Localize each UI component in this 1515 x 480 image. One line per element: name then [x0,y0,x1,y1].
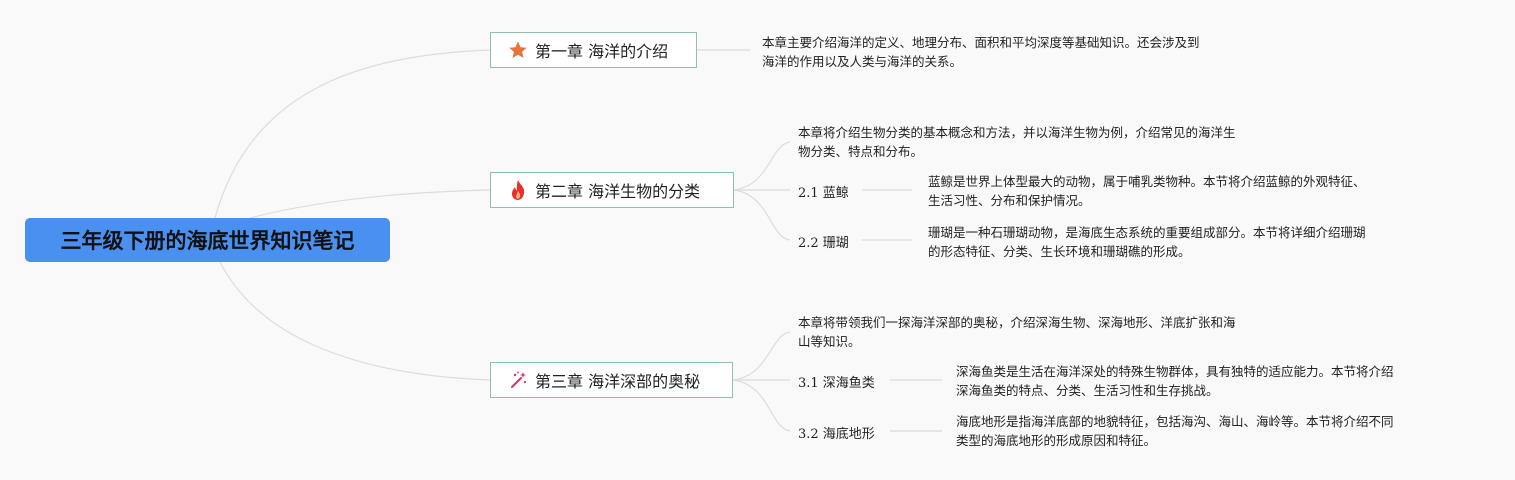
section-2-2-label[interactable]: 2.2 珊瑚 [798,236,849,251]
section-3-1-detail: 深海鱼类是生活在海洋深处的特殊生物群体，具有独特的适应能力。本节将介绍 深海鱼类… [956,362,1394,400]
chapter-3-node[interactable]: 第三章 海洋深部的奥秘 [490,362,733,398]
sparkle-wand-icon [507,369,529,391]
chapter-1-summary-line-2: 海洋的作用以及人类与海洋的关系。 [762,54,963,69]
section-2-1-detail-line-1: 蓝鲸是世界上体型最大的动物，属于哺乳类物种。本节将介绍蓝鲸的外观特征、 [928,174,1366,189]
section-3-2-detail: 海底地形是指海洋底部的地貌特征，包括海沟、海山、海岭等。本节将介绍不同 类型的海… [956,412,1394,450]
chapter-2-summary-line-2: 物分类、特点和分布。 [798,144,924,159]
section-2-1-detail-line-2: 生活习性、分布和保护情况。 [928,193,1091,208]
chapter-1-label: 第一章 海洋的介绍 [535,42,669,61]
chapter-3-summary: 本章将带领我们一探海洋深部的奥秘，介绍深海生物、深海地形、洋底扩张和海 山等知识… [798,313,1236,351]
section-2-1-detail: 蓝鲸是世界上体型最大的动物，属于哺乳类物种。本节将介绍蓝鲸的外观特征、 生活习性… [928,172,1366,210]
section-3-2-detail-line-2: 类型的海底地形的形成原因和特征。 [956,433,1157,448]
chapter-3-label: 第三章 海洋深部的奥秘 [535,372,701,391]
chapter-2-summary: 本章将介绍生物分类的基本概念和方法，并以海洋生物为例，介绍常见的海洋生 物分类、… [798,123,1236,161]
star-icon [507,39,529,61]
chapter-1-summary-line-1: 本章主要介绍海洋的定义、地理分布、面积和平均深度等基础知识。还会涉及到 [762,35,1200,50]
root-topic[interactable]: 三年级下册的海底世界知识笔记 [25,218,390,262]
section-3-2-detail-line-1: 海底地形是指海洋底部的地貌特征，包括海沟、海山、海岭等。本节将介绍不同 [956,414,1394,429]
section-2-2-detail-line-2: 的形态特征、分类、生长环境和珊瑚礁的形成。 [928,244,1191,259]
root-title: 三年级下册的海底世界知识笔记 [60,229,355,253]
fire-icon [507,179,529,201]
section-3-1-label[interactable]: 3.1 深海鱼类 [798,376,875,391]
section-2-2-detail-line-1: 珊瑚是一种石珊瑚动物，是海底生态系统的重要组成部分。本节将详细介绍珊瑚 [928,225,1366,240]
chapter-1-node[interactable]: 第一章 海洋的介绍 [490,32,697,68]
chapter-2-summary-line-1: 本章将介绍生物分类的基本概念和方法，并以海洋生物为例，介绍常见的海洋生 [798,125,1236,140]
chapter-1-summary: 本章主要介绍海洋的定义、地理分布、面积和平均深度等基础知识。还会涉及到 海洋的作… [762,33,1200,71]
section-2-1-label[interactable]: 2.1 蓝鲸 [798,186,849,201]
chapter-2-label: 第二章 海洋生物的分类 [535,182,701,201]
section-2-2-detail: 珊瑚是一种石珊瑚动物，是海底生态系统的重要组成部分。本节将详细介绍珊瑚 的形态特… [928,223,1366,261]
chapter-3-summary-line-1: 本章将带领我们一探海洋深部的奥秘，介绍深海生物、深海地形、洋底扩张和海 [798,315,1236,330]
section-3-2-label[interactable]: 3.2 海底地形 [798,427,875,442]
section-3-1-detail-line-1: 深海鱼类是生活在海洋深处的特殊生物群体，具有独特的适应能力。本节将介绍 [956,364,1394,379]
section-3-1-detail-line-2: 深海鱼类的特点、分类、生活习性和生存挑战。 [956,383,1219,398]
chapter-2-node[interactable]: 第二章 海洋生物的分类 [490,172,734,208]
chapter-3-summary-line-2: 山等知识。 [798,334,861,349]
